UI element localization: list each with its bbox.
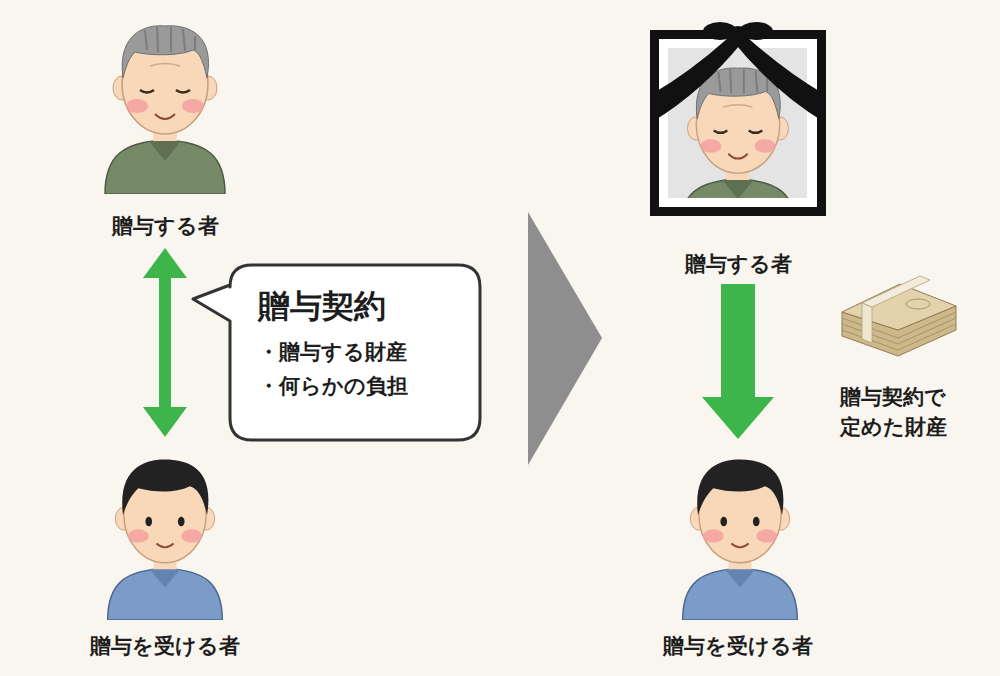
- person-label: 贈与する者: [685, 250, 792, 278]
- property-label: 贈与契約で 定めた財産: [840, 382, 954, 442]
- receiver-figure: [683, 459, 798, 620]
- person-label: 贈与する者: [112, 212, 219, 240]
- person-node: 贈与を受ける者: [70, 445, 260, 660]
- person-label: 贈与を受ける者: [90, 632, 240, 660]
- person-node: 贈与する者: [640, 22, 836, 278]
- memorial-portrait: [650, 22, 826, 231]
- receiver-figure: [108, 459, 223, 620]
- speech-bubble-outline: [193, 265, 480, 440]
- money-stack: [842, 276, 956, 356]
- double-arrow: [143, 248, 187, 437]
- giver-figure: [105, 26, 225, 194]
- contract-item: ・贈与する財産: [258, 335, 407, 369]
- progress-arrow: [528, 212, 602, 465]
- speech-bubble: 贈与契約・贈与する財産・何らかの負担: [230, 265, 480, 440]
- contract-heading: 贈与契約: [258, 285, 386, 327]
- person-node: 贈与する者: [85, 12, 245, 240]
- flow-arrow: [702, 284, 774, 439]
- person-label: 贈与を受ける者: [663, 632, 813, 660]
- person-node: 贈与を受ける者: [643, 445, 833, 660]
- contract-item: ・何らかの負担: [258, 369, 408, 403]
